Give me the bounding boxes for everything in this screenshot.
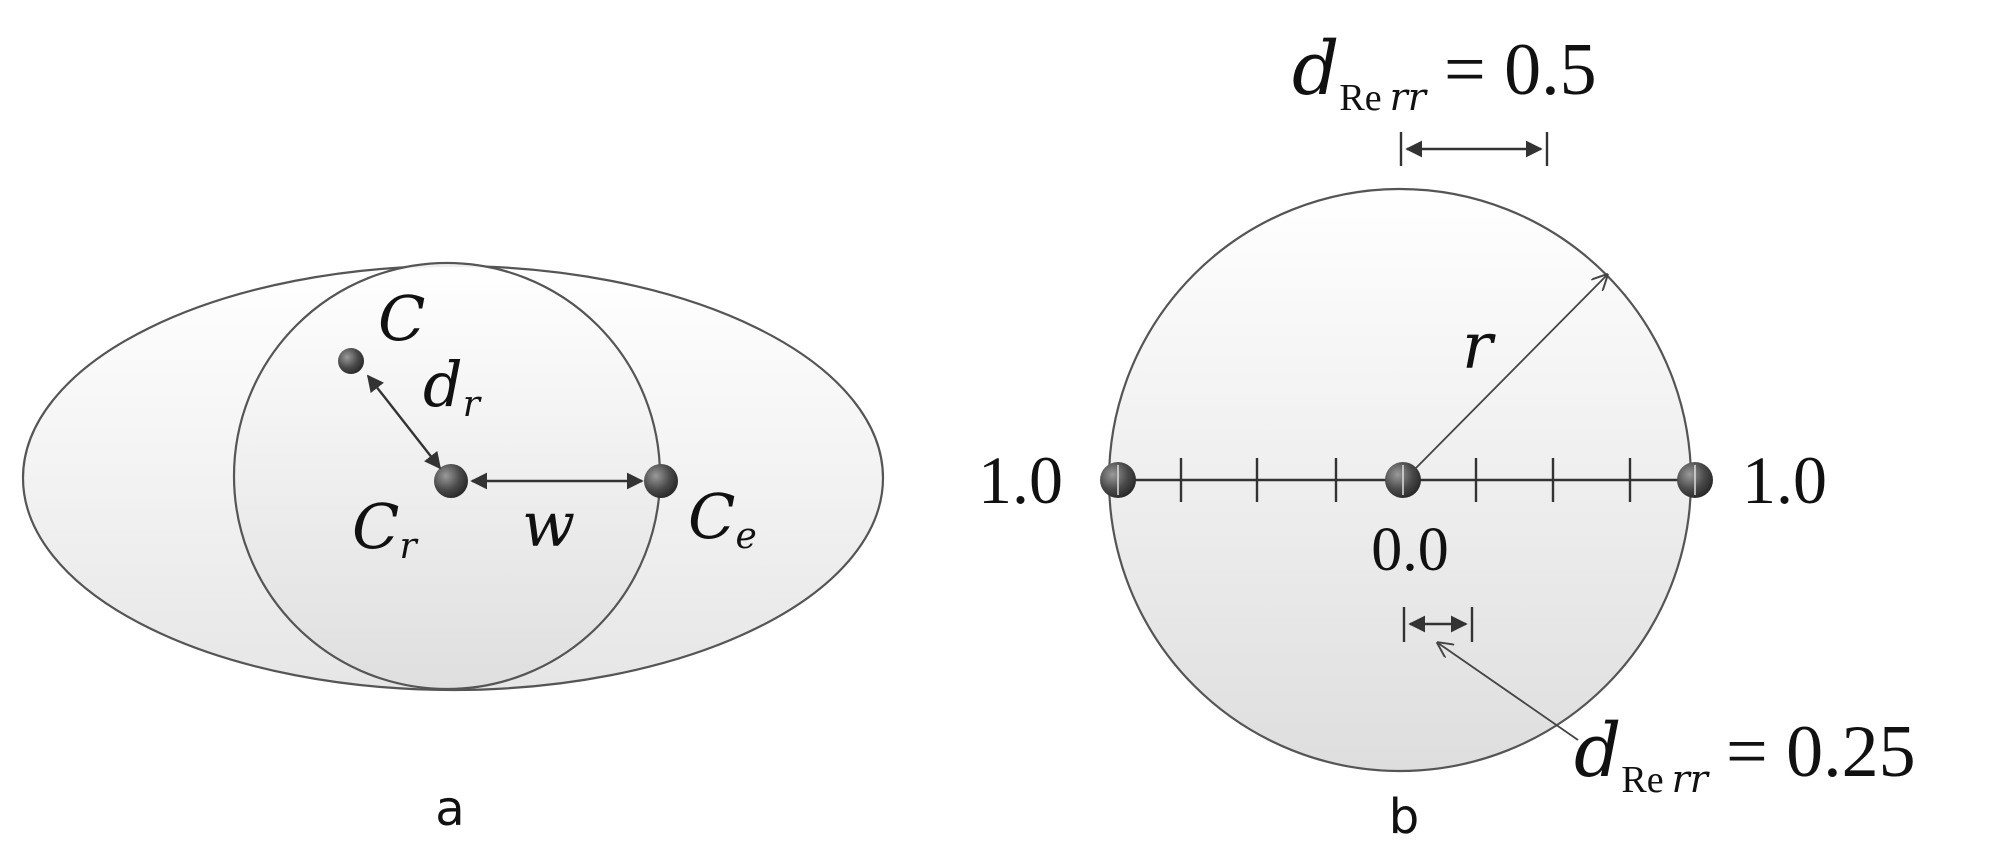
label-dr-main: d xyxy=(423,348,463,421)
label-c: C xyxy=(378,282,425,355)
label-ce-sub: e xyxy=(735,516,756,557)
dr-arrow xyxy=(366,374,442,470)
bottom-eq-sub-rr: rr xyxy=(1672,757,1711,801)
label-cr-main: C xyxy=(352,490,399,563)
axis-ticks xyxy=(1179,458,1632,502)
label-dr: dr xyxy=(423,348,482,425)
top-eq-sub-rr: rr xyxy=(1390,75,1429,119)
label-ce: Ce xyxy=(688,480,757,557)
caption-a: a xyxy=(435,781,464,837)
label-ce-main: C xyxy=(688,480,735,553)
bottom-dimension xyxy=(1402,607,1474,642)
top-eq-rhs: = 0.5 xyxy=(1444,29,1597,111)
label-left-value: 1.0 xyxy=(978,442,1063,518)
top-eq-sub-re: Re xyxy=(1339,77,1381,119)
bottom-eq-d: d xyxy=(1574,708,1621,794)
label-dr-sub: r xyxy=(463,384,482,425)
point-ce xyxy=(644,464,678,498)
bottom-eq-rhs: = 0.25 xyxy=(1726,711,1916,793)
caption-b: b xyxy=(1389,789,1419,845)
bottom-pointer-arrow xyxy=(1438,643,1579,741)
radius-arrow xyxy=(1413,275,1607,471)
point-cr xyxy=(434,464,468,498)
label-cr-sub: r xyxy=(399,526,418,567)
top-dimension xyxy=(1399,132,1549,166)
bottom-eq-sub-re: Re xyxy=(1621,759,1663,801)
label-w: w xyxy=(522,488,575,561)
label-right-value: 1.0 xyxy=(1742,442,1827,518)
top-eq-d: d xyxy=(1292,26,1339,112)
label-cr: Cr xyxy=(352,490,418,567)
point-c xyxy=(338,348,364,374)
label-center-value: 0.0 xyxy=(1371,516,1449,584)
panel-a: C dr Cr w Ce a xyxy=(21,261,885,837)
label-radius: r xyxy=(1462,310,1496,384)
